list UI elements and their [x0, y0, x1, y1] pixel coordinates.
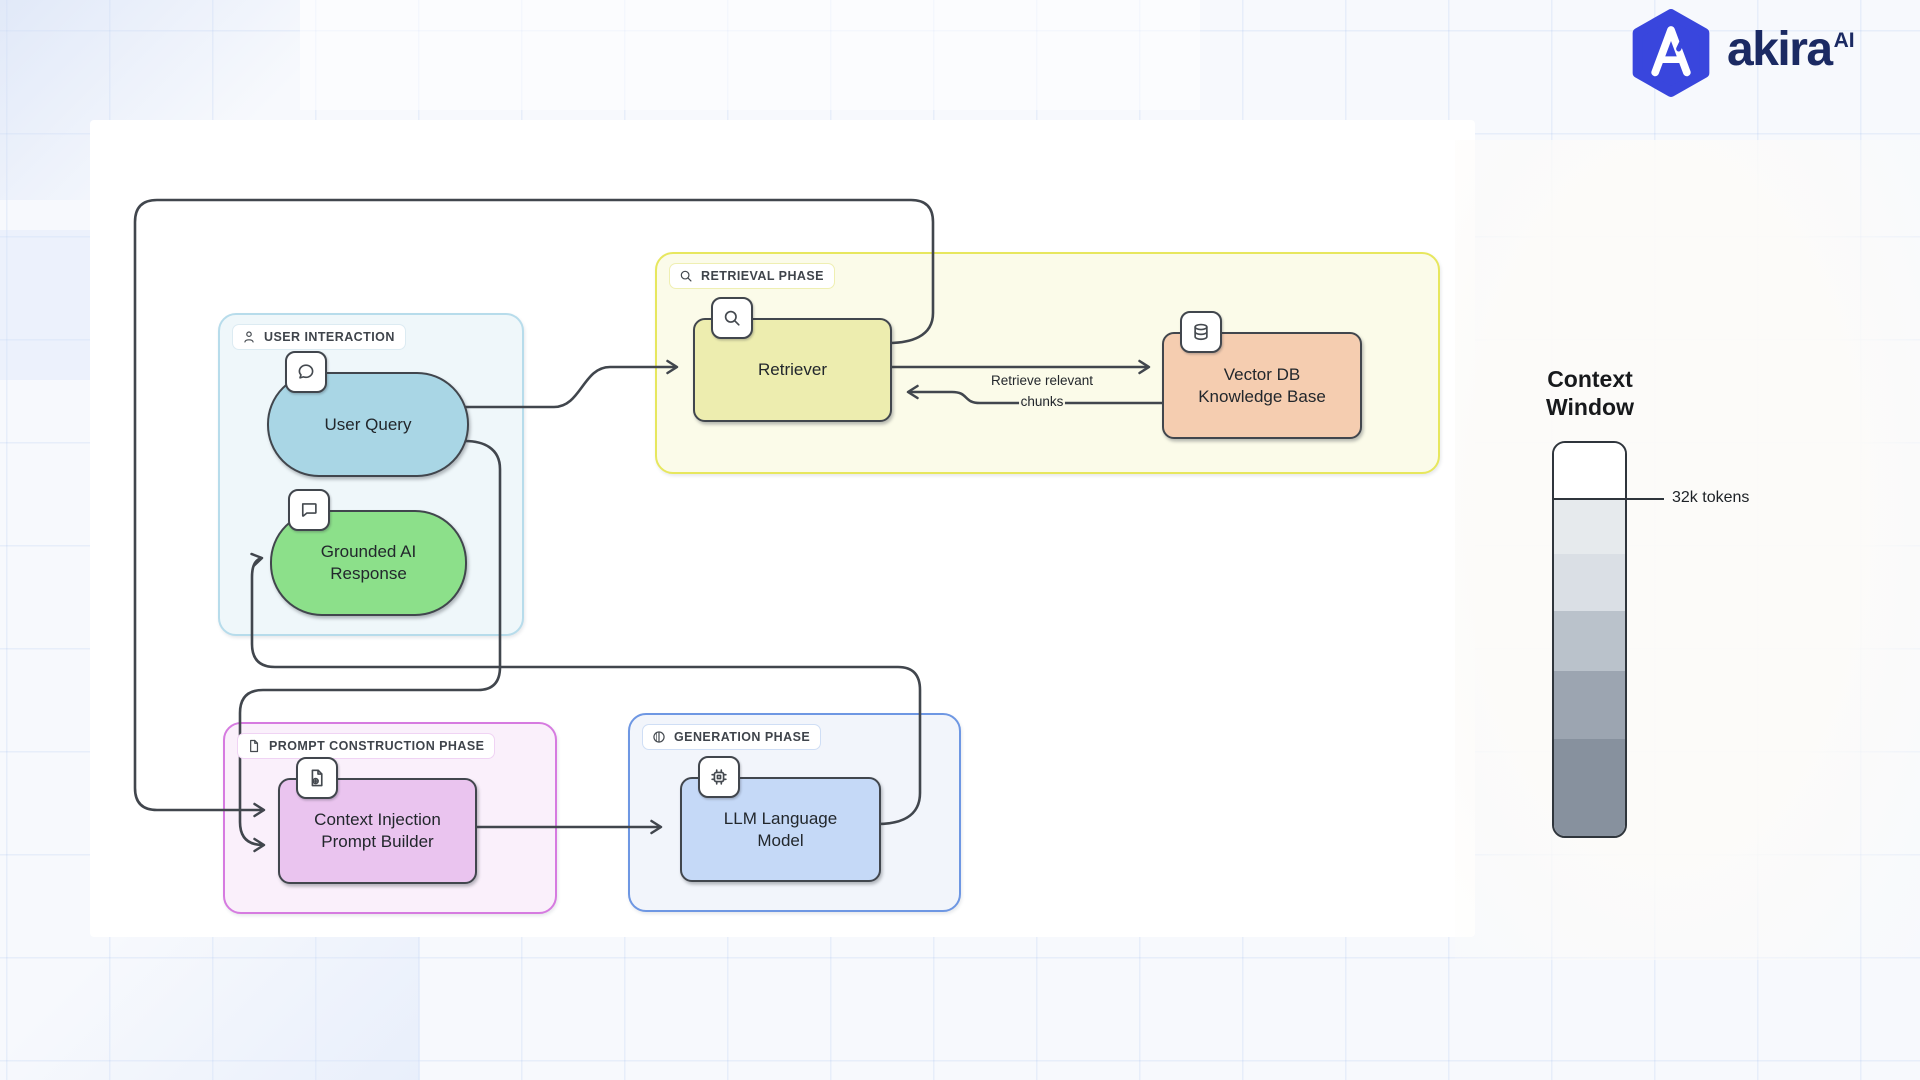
context-window-segment-4 — [1554, 611, 1625, 671]
file-icon — [250, 739, 259, 753]
phase-badge-label: USER INTERACTION — [264, 330, 395, 344]
node-label: Retriever — [758, 360, 827, 380]
phase-badge-prompt-construction-phase: PROMPT CONSTRUCTION PHASE — [237, 733, 496, 759]
phase-badge-retrieval-phase: RETRIEVAL PHASE — [669, 263, 835, 289]
node-label: Context Injection Prompt Builder — [314, 810, 441, 851]
node-label: Grounded AI Response — [320, 542, 417, 583]
edge-llm-to-grounded-ai-response — [250, 552, 922, 826]
chat-bubble-icon — [298, 364, 314, 379]
comment-icon — [301, 503, 317, 517]
phase-badge-label: PROMPT CONSTRUCTION PHASE — [269, 739, 485, 753]
edge-user-query-to-prompt-builder — [238, 439, 502, 853]
node-badge-retriever — [711, 297, 753, 339]
akira-ai-logo: akiraAI — [1630, 8, 1855, 98]
logo-wordmark: akiraAI — [1727, 26, 1855, 74]
node-label: User Query — [324, 414, 412, 434]
edge-retriever-to-prompt-builder — [133, 198, 935, 818]
context-window-marker-line — [1552, 498, 1664, 501]
node-badge-grounded-ai-response — [288, 489, 330, 531]
node-label: Vector DB Knowledge Base — [1198, 364, 1326, 406]
magnifier-icon — [724, 310, 740, 326]
context-window-segment-1 — [1554, 443, 1625, 500]
edge-label-line1: Retrieve relevant — [988, 373, 1096, 388]
context-window-marker-label: 32k tokens — [1672, 489, 1750, 506]
logo-brand-text: akira — [1727, 23, 1833, 76]
person-icon — [244, 331, 254, 343]
node-badge-context-injection-prompt-builder — [296, 757, 338, 799]
database-icon — [1194, 323, 1208, 341]
edge-label-line2: chunks — [1018, 393, 1066, 409]
phase-badge-label: RETRIEVAL PHASE — [701, 269, 824, 283]
context-window-title: Context Window — [1546, 366, 1634, 421]
node-label: LLM Language Model — [723, 808, 838, 850]
context-window-segment-2 — [1554, 500, 1625, 554]
edge-user-query-to-retriever — [465, 359, 679, 409]
phase-badge-label: GENERATION PHASE — [674, 730, 811, 744]
edge-vector-db-to-retriever — [906, 384, 1162, 405]
phase-badge-generation-phase: GENERATION PHASE — [642, 724, 822, 750]
file-plus-icon — [311, 769, 323, 787]
context-window-segment-5 — [1554, 671, 1625, 739]
context-window-segment-6 — [1554, 739, 1625, 836]
phase-badge-user-interaction: USER INTERACTION — [232, 324, 406, 350]
node-badge-llm-language-model — [698, 756, 740, 798]
logo-hexagon-icon — [1632, 9, 1710, 97]
logo-superscript: AI — [1833, 29, 1855, 52]
node-badge-vector-db-knowledge-base — [1180, 311, 1222, 353]
node-badge-user-query — [285, 351, 327, 393]
magnifier-icon — [680, 270, 692, 282]
edge-label-retrieve-relevant-chunks: Retrieve relevant chunks — [972, 371, 1112, 413]
chip-icon — [711, 769, 727, 785]
context-window-bar — [1552, 441, 1627, 838]
context-window-figure: Context Window 32k tokens — [1520, 365, 1749, 838]
contrast-icon — [653, 731, 665, 743]
context-window-segment-3 — [1554, 554, 1625, 611]
